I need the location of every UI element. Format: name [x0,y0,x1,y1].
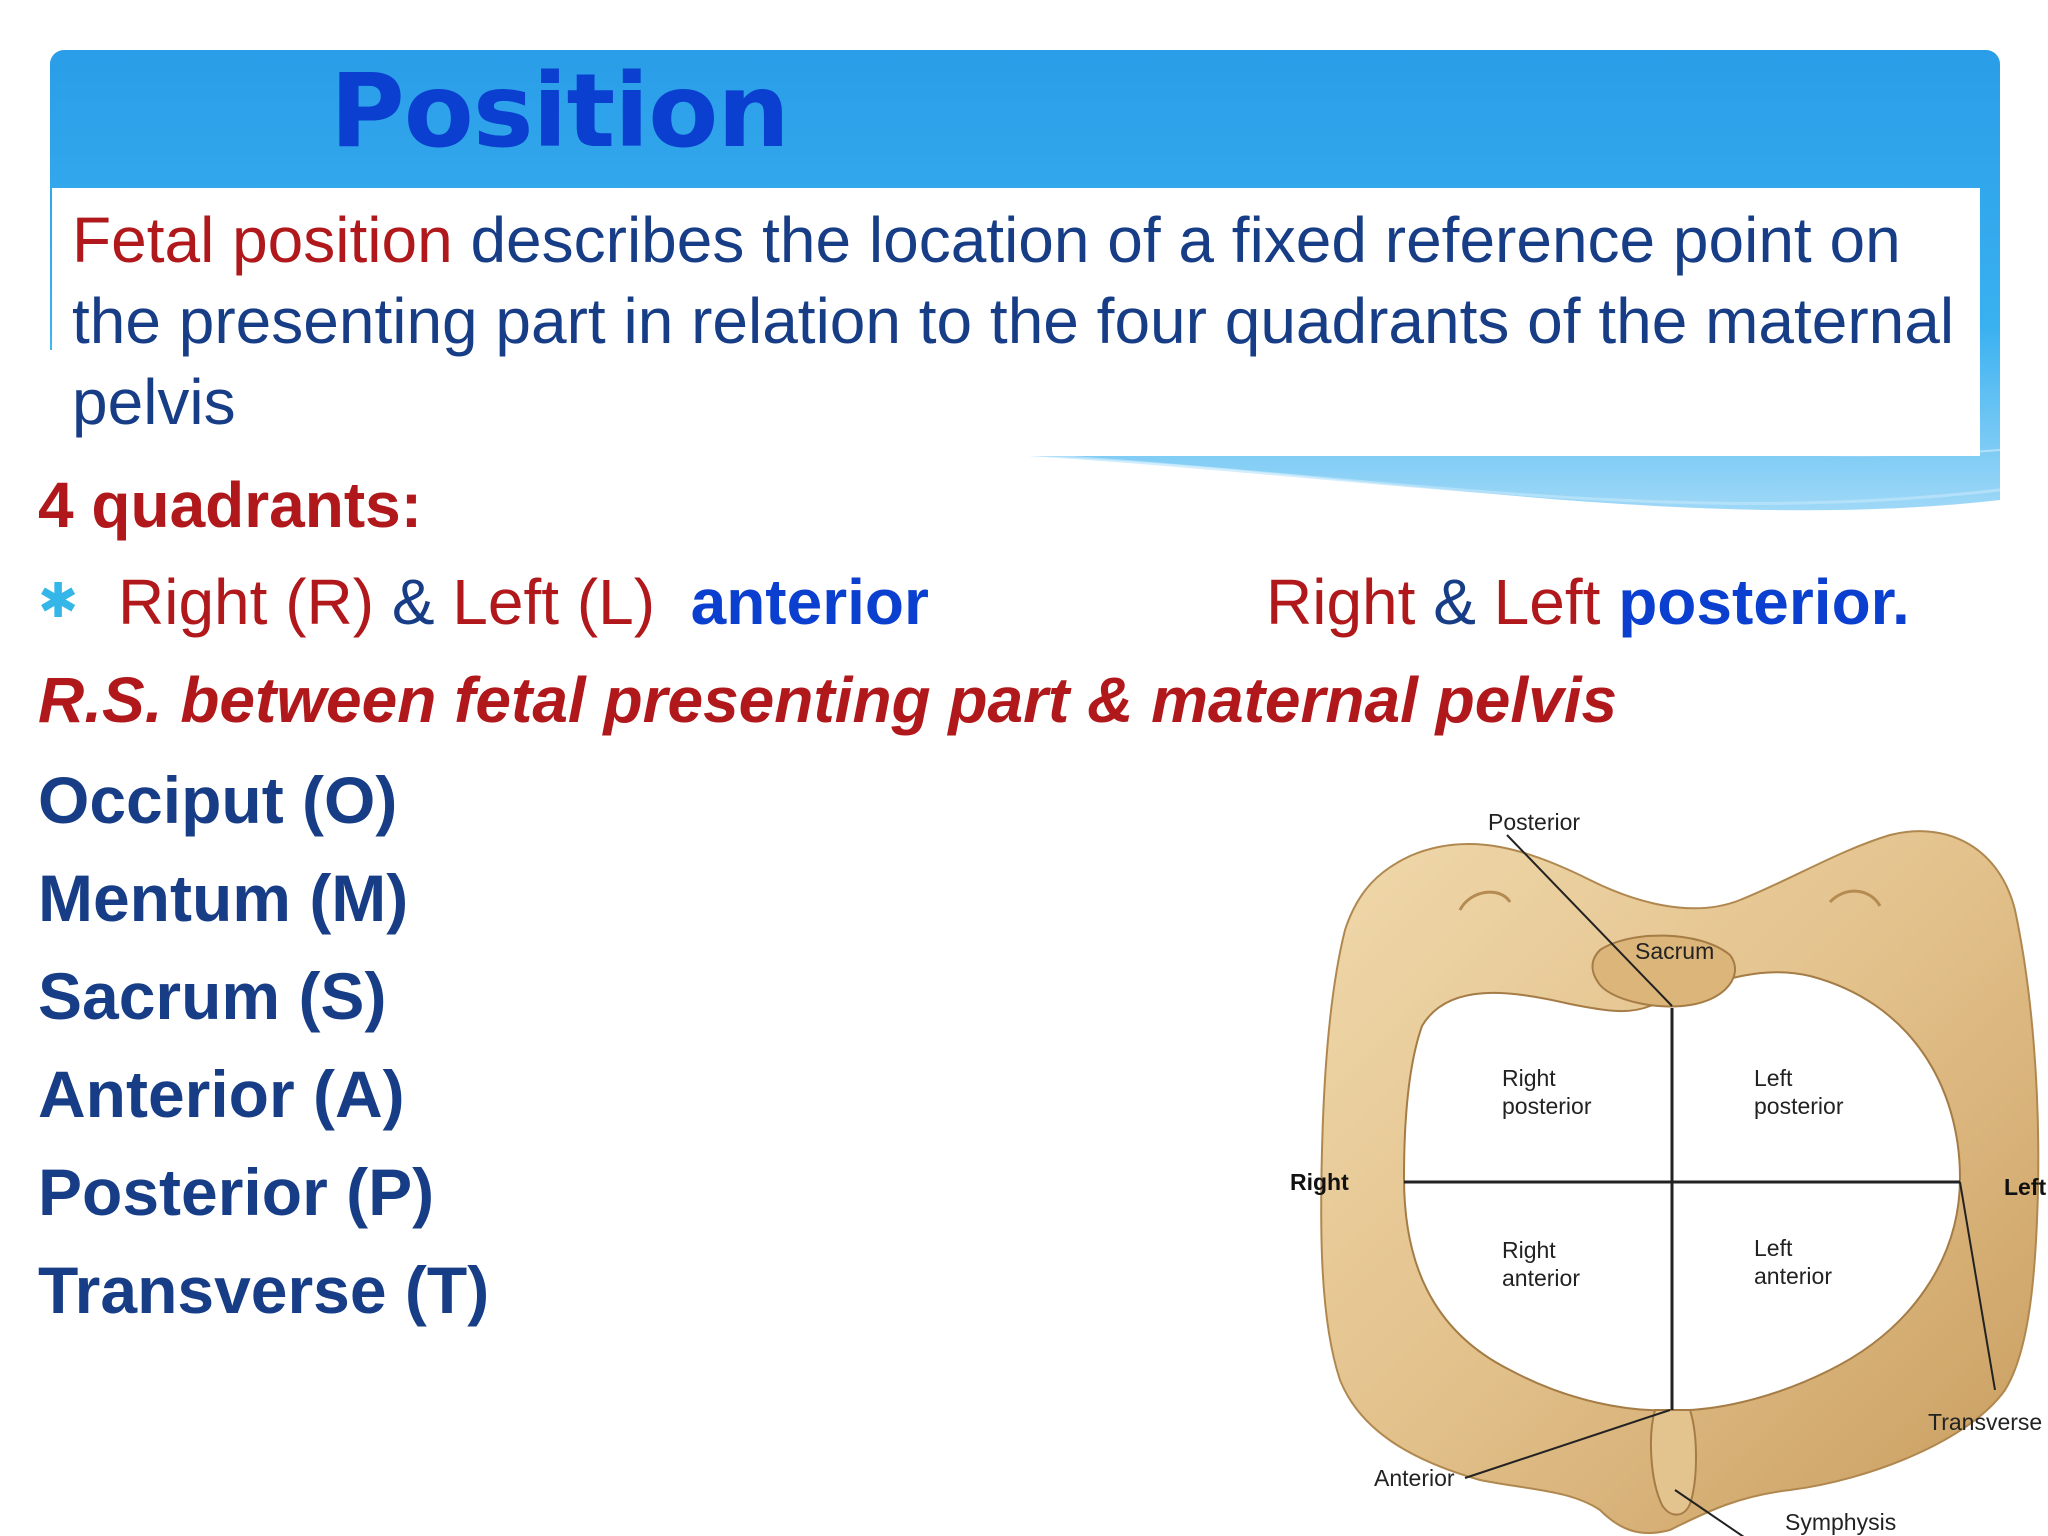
label-right-anterior-1: Right [1502,1237,1556,1263]
label-right-posterior-2: posterior [1502,1093,1592,1119]
transverse-leader-line [1959,1181,1996,1391]
definition-term: Fetal position [72,204,453,276]
label-posterior: Posterior [1488,809,1580,835]
label-right: Right [1290,1169,1349,1195]
pelvis-quadrants-diagram: Posterior Sacrum Right posterior Left po… [1290,809,2047,1536]
definition-body: describes the location of a fixed refere… [72,204,1955,438]
bullet-right: Right (R) [118,566,375,638]
list-item: Sacrum (S) [38,959,387,1033]
bullet-left-2: Left [1493,566,1619,638]
label-left-posterior-1: Left [1754,1065,1793,1091]
posterior-leader-line [1506,834,1673,1007]
sacrum-bone [1591,934,1736,1008]
reference-terms-list: Occiput (O) Mentum (M) Sacrum (S) Anteri… [38,758,489,1346]
bullet-amp-2: & [1415,566,1494,638]
label-sacrum: Sacrum [1635,938,1714,964]
bullet-anterior-text: Right (R) & Left (L) anterior [118,562,929,642]
relationship-line: R.S. between fetal presenting part & mat… [38,664,1618,736]
label-right-posterior-1: Right [1502,1065,1556,1091]
pelvic-inlet [1402,971,1962,1412]
symphysis-bone [1649,1409,1697,1516]
list-item: Mentum (M) [38,861,409,935]
definition-box [52,188,1980,456]
bullet-posterior: posterior. [1618,566,1910,638]
list-item: Posterior (P) [38,1155,435,1229]
label-symphysis: Symphysis [1785,1509,1896,1535]
quadrants-heading: 4 quadrants: [38,469,423,541]
bullet-right-2: Right [1266,566,1416,638]
bullet-amp: & [374,566,453,638]
list-item: Transverse (T) [38,1253,490,1327]
list-item: Anterior (A) [38,1057,405,1131]
asterisk-bullet-icon: ✱ [38,575,79,628]
label-transverse: Transverse [1928,1409,2042,1435]
label-left-anterior-1: Left [1754,1235,1793,1261]
bullet-left: Left (L) [452,566,656,638]
label-left-posterior-2: posterior [1754,1093,1844,1119]
label-left: Left [2004,1174,2047,1200]
label-left-anterior-2: anterior [1754,1263,1832,1289]
anterior-leader-line [1464,1409,1671,1479]
label-anterior: Anterior [1374,1465,1455,1491]
definition-text: Fetal position describes the location of… [72,200,1972,443]
symphysis-leader-line [1674,1489,1745,1536]
bullet-anterior: anterior [690,566,929,638]
label-right-anterior-2: anterior [1502,1265,1580,1291]
page-title: Position [330,52,790,171]
list-item: Occiput (O) [38,763,398,837]
bullet-posterior-text: Right & Left posterior. [1266,562,1910,642]
